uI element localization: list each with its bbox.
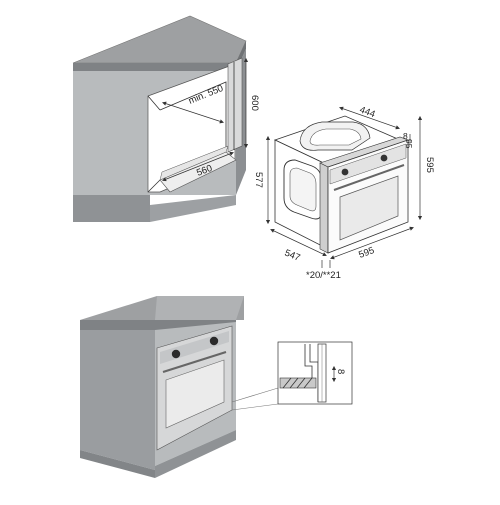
countertop-top [72, 15, 247, 64]
countertop-top-2-face [155, 296, 244, 320]
oven-side-offset-label: 95 [404, 139, 414, 149]
countertop-front-edge [73, 63, 236, 71]
built-in-oven-handle [162, 350, 227, 374]
built-in-oven-knob-left-icon [171, 349, 181, 359]
cabinet-width-label: 560 [195, 163, 214, 179]
detail-leader-top [231, 387, 279, 403]
cabinet-plinth [73, 195, 150, 222]
oven-top-housing-inner [309, 128, 362, 146]
cabinet-niche-top: min. 550 600 560 [72, 15, 260, 222]
niche-inner-edge-top [147, 95, 161, 111]
hatch-3 [296, 377, 306, 389]
oven-handle [333, 164, 405, 191]
oven-bottom-depth-label: 547 [283, 248, 302, 264]
oven-dimension-view: 444 595 8 95 577 547 595 *20/**21 [253, 104, 435, 281]
cabinet-left-side-2 [80, 330, 155, 470]
oven-front-frame-side [319, 162, 329, 254]
oven-fan-inner [289, 167, 317, 212]
oven-panel-note-label: *20/**21 [306, 270, 341, 281]
oven-right-height-label: 595 [424, 157, 435, 173]
niche-inner-edge-bottom [147, 179, 161, 193]
cabinet-plinth-2 [155, 430, 236, 478]
hatch-1 [282, 377, 292, 389]
detail-inset: 8 [277, 341, 353, 405]
built-in-oven-knob-right-icon [209, 336, 219, 346]
niche-side-rail [227, 57, 243, 153]
oven-control-panel [329, 143, 407, 185]
cabinet-plinth-side-2 [80, 450, 155, 478]
detail-profile-1 [304, 344, 313, 378]
cabinet-with-oven [80, 296, 244, 478]
dim-line-bottom-depth [270, 228, 327, 257]
hatch-4 [303, 377, 313, 389]
cabinet-plinth-side [150, 195, 236, 222]
oven-knob-right-icon [380, 154, 388, 162]
detail-frame [277, 341, 353, 405]
detail-gap-label: 8 [335, 369, 346, 374]
dim-line-front-width [330, 226, 414, 260]
oven-left-height-label: 577 [253, 172, 264, 188]
oven-top-depth-label: 444 [358, 104, 377, 120]
oven-window [339, 175, 399, 241]
oven-knob-left-icon [341, 168, 349, 176]
detail-leader-bottom [231, 403, 279, 411]
built-in-oven-window [165, 359, 225, 429]
dim-line-width [162, 151, 234, 182]
cabinet-height-label: 600 [249, 95, 260, 111]
dim-line-min-depth [162, 101, 224, 124]
oven-front-width-label: 595 [357, 245, 376, 261]
dim-line-top-depth [339, 106, 400, 130]
hatch-2 [289, 377, 299, 389]
oven-side-gap-label: 8 [403, 131, 408, 141]
